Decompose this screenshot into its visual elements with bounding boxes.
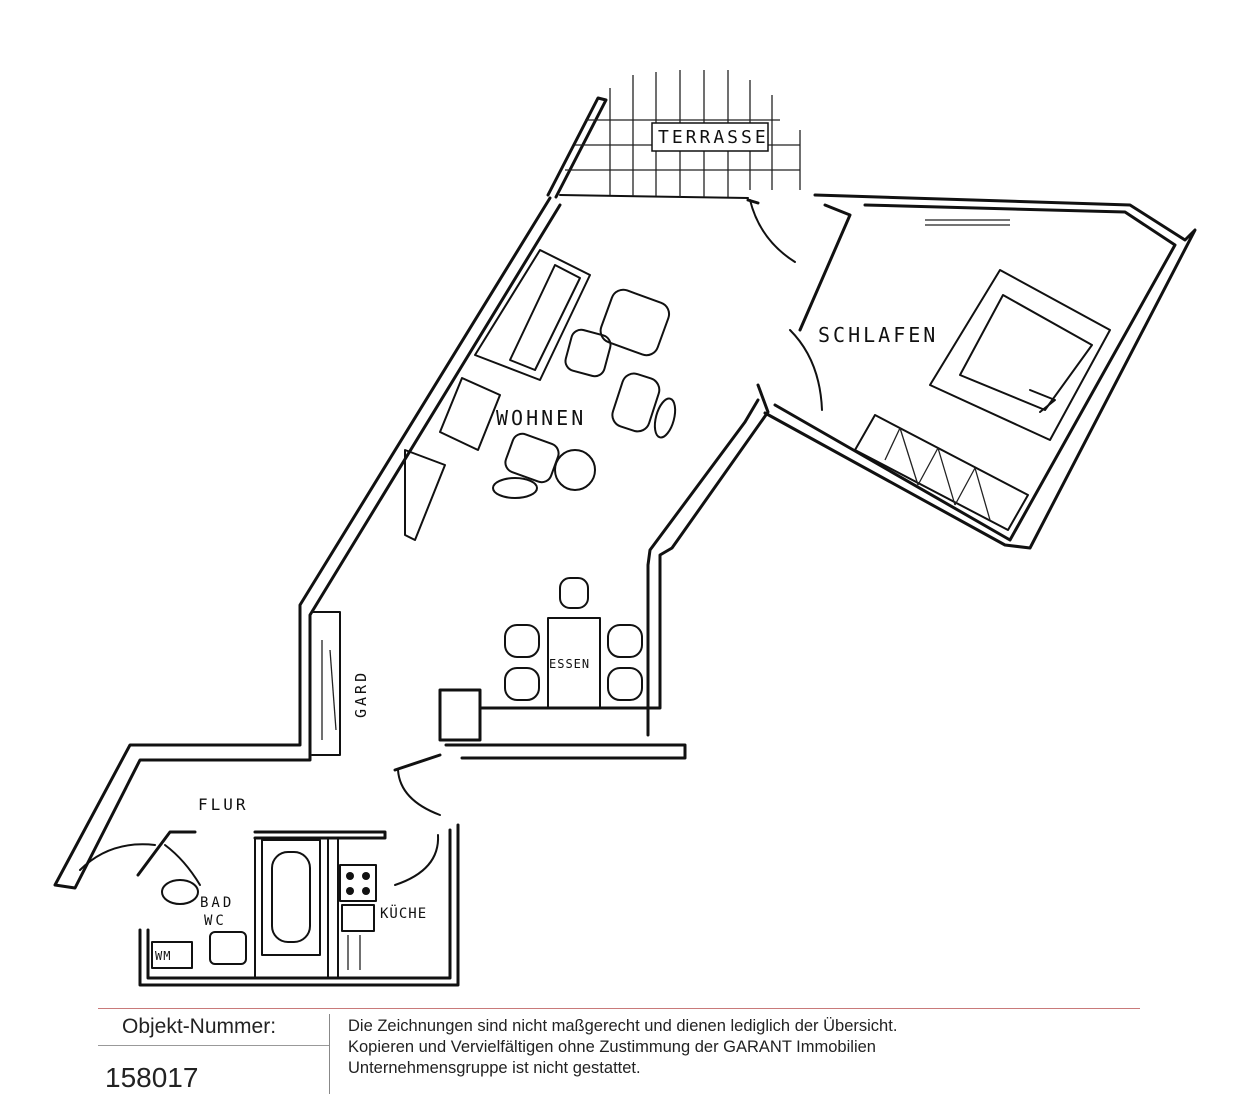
label-schlafen: SCHLAFEN [818, 323, 938, 347]
disclaimer-line-3: Unternehmensgruppe ist nicht gestattet. [348, 1059, 641, 1077]
disclaimer-line-1: Die Zeichnungen sind nicht maßgerecht un… [348, 1017, 898, 1035]
label-wohnen: WOHNEN [496, 406, 586, 430]
living-furniture [439, 249, 677, 499]
floor-plan-drawing: TERRASSE WOHNEN SCHLAFEN ESSEN GARD FLUR… [53, 70, 1197, 987]
object-number-label: Objekt-Nummer: [122, 1015, 277, 1038]
footer-label-rule [98, 1045, 329, 1046]
footer-rule [98, 1008, 1140, 1009]
object-number: 158017 [105, 1062, 199, 1093]
label-bad: BAD [200, 895, 234, 911]
footer: Objekt-Nummer: 158017 Die Zeichnungen si… [0, 1000, 1241, 1100]
doors [79, 199, 823, 871]
dining-furniture [504, 577, 643, 709]
disclaimer-line-2: Kopieren und Vervielfältigen ohne Zustim… [348, 1038, 876, 1056]
label-wc: WC [204, 913, 227, 929]
label-kueche: KÜCHE [380, 904, 427, 922]
disclaimer: Die Zeichnungen sind nicht maßgerecht un… [348, 1016, 897, 1079]
label-essen: ESSEN [549, 657, 590, 671]
bedroom-walls [763, 193, 1197, 550]
label-terrasse: TERRASSE [658, 127, 769, 148]
label-gard: GARD [352, 670, 370, 718]
label-wm: WM [155, 949, 171, 963]
footer-divider [329, 1014, 330, 1094]
label-flur: FLUR [198, 795, 249, 814]
bath-kitchen-block [136, 823, 460, 987]
terrace-area [546, 70, 801, 199]
wall-outline [53, 196, 770, 890]
